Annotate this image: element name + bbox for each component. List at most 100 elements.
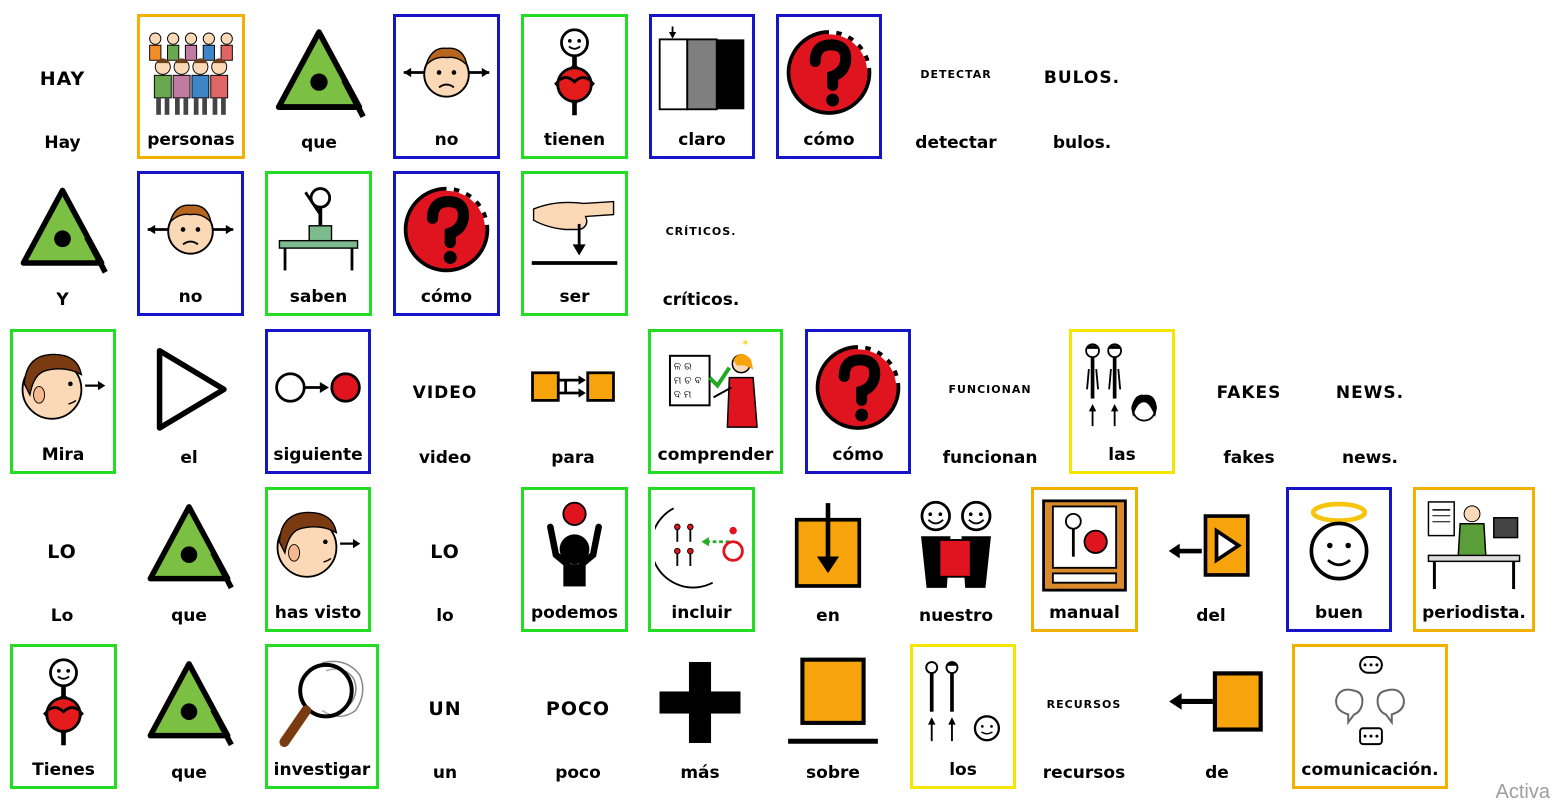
pictogram-card: Y <box>10 171 115 316</box>
pictogram-card: las <box>1069 329 1175 474</box>
play-triangle-icon <box>143 335 235 440</box>
pictogram-label: personas <box>147 130 235 150</box>
pictogram-label: un <box>432 763 458 783</box>
plus-icon <box>654 650 746 755</box>
pictogram-label: poco <box>555 763 601 783</box>
pictogram-card: LO Lo <box>10 487 114 632</box>
pictogram-label: las <box>1108 445 1136 465</box>
pictogram-text-word: LO <box>47 541 77 563</box>
pictogram-label: que <box>171 763 207 783</box>
pictogram-label: de <box>1205 763 1229 783</box>
pictogram-label: no <box>434 130 459 150</box>
pictogram-card: CRÍTICOS. críticos. <box>649 171 753 316</box>
pictogram-card: incluir <box>648 487 755 632</box>
pictogram-label: más <box>680 763 720 783</box>
pictogram-label: recursos <box>1042 763 1126 783</box>
have-icon <box>528 23 621 122</box>
next-icon <box>272 338 364 437</box>
pictogram-label: manual <box>1049 603 1120 623</box>
svg-text:ଳ ର: ଳ ର <box>674 362 692 373</box>
pictogram-card: no <box>137 171 244 316</box>
pictogram-label: ser <box>559 287 590 307</box>
pictogram-label: Mira <box>41 445 85 465</box>
pictogram-label: Lo <box>50 606 74 626</box>
pictogram-card: RECURSOS recursos <box>1031 644 1137 789</box>
pictogram-card: nuestro <box>904 487 1008 632</box>
pictogram-text-word: RECURSOS <box>1046 698 1122 711</box>
question-icon <box>783 23 875 122</box>
women-icon <box>1076 338 1168 437</box>
pictogram-label: críticos. <box>662 290 740 310</box>
people-small-icon <box>917 653 1009 752</box>
svg-text:ମ ଚ ବ: ମ ଚ ବ <box>674 376 702 387</box>
triangle-icon <box>143 650 235 755</box>
pictogram-card: en <box>776 487 880 632</box>
pictogram-text-word: FAKES <box>1216 383 1282 403</box>
no-face-icon <box>400 23 493 122</box>
pictogram-label: news. <box>1342 448 1398 468</box>
pictogram-label: lo <box>436 606 454 626</box>
pictogram-card: que <box>137 644 241 789</box>
pictogram-card: siguiente <box>265 329 371 474</box>
svg-text:ଦ ମ: ଦ ମ <box>674 389 692 400</box>
triangle-icon <box>271 20 367 125</box>
pictogram-card: los <box>910 644 1016 789</box>
pictogram-text-word: NEWS. <box>1335 383 1405 403</box>
manual-icon <box>1038 496 1131 595</box>
pictogram-card: investigar <box>265 644 379 789</box>
from-square-icon <box>1165 650 1269 755</box>
pictogram-label: sobre <box>806 763 860 783</box>
pictogram-label: que <box>301 133 337 153</box>
pictogram-card: el <box>137 329 241 474</box>
look-icon <box>272 496 364 595</box>
pictogram-label: cómo <box>803 130 855 150</box>
for-arrow-icon <box>527 335 619 440</box>
pictogram-label: en <box>816 606 840 626</box>
pictogram-card: para <box>521 329 625 474</box>
have-icon <box>17 653 110 752</box>
know-icon <box>272 180 365 279</box>
pictogram-card: Mira <box>10 329 116 474</box>
pictogram-label: bulos. <box>1052 133 1112 153</box>
question-icon <box>812 338 904 437</box>
journalist-icon <box>1420 496 1528 595</box>
pictogram-text-word: CRÍTICOS. <box>665 225 737 238</box>
pictogram-label: investigar <box>273 760 371 780</box>
communication-icon <box>1299 653 1441 752</box>
pictogram-label: saben <box>289 287 348 307</box>
pictogram-text-word: DETECTAR <box>920 68 992 81</box>
pictogram-text-word: HAY <box>39 68 86 90</box>
pictogram-card: podemos <box>521 487 628 632</box>
pictogram-label: buen <box>1315 603 1363 623</box>
pictogram-label: los <box>949 760 977 780</box>
pictogram-card: BULOS.bulos. <box>1030 14 1134 159</box>
pictogram-label: cómo <box>832 445 884 465</box>
pictogram-label: Tienes <box>32 760 95 780</box>
good-face-icon <box>1293 496 1385 595</box>
activation-watermark: Activa <box>1495 781 1550 803</box>
pictogram-card: más <box>648 644 752 789</box>
pictogram-label: comunicación. <box>1301 760 1439 780</box>
pictogram-card: que <box>265 14 373 159</box>
triangle-icon <box>16 177 109 282</box>
look-icon <box>17 338 109 437</box>
pictogram-card: tienen <box>521 14 628 159</box>
pictogram-text-word: VIDEO <box>412 383 478 403</box>
pictogram-label: no <box>178 287 203 307</box>
pictogram-card: de <box>1159 644 1275 789</box>
pictogram-text-word: LO <box>430 541 460 563</box>
pictogram-card: claro <box>649 14 755 159</box>
pictogram-card: buen <box>1286 487 1392 632</box>
pictogram-card: que <box>137 487 241 632</box>
pictogram-card: LO lo <box>393 487 497 632</box>
pictogram-label: que <box>171 606 207 626</box>
people-icon <box>144 23 238 122</box>
triangle-icon <box>143 493 235 598</box>
